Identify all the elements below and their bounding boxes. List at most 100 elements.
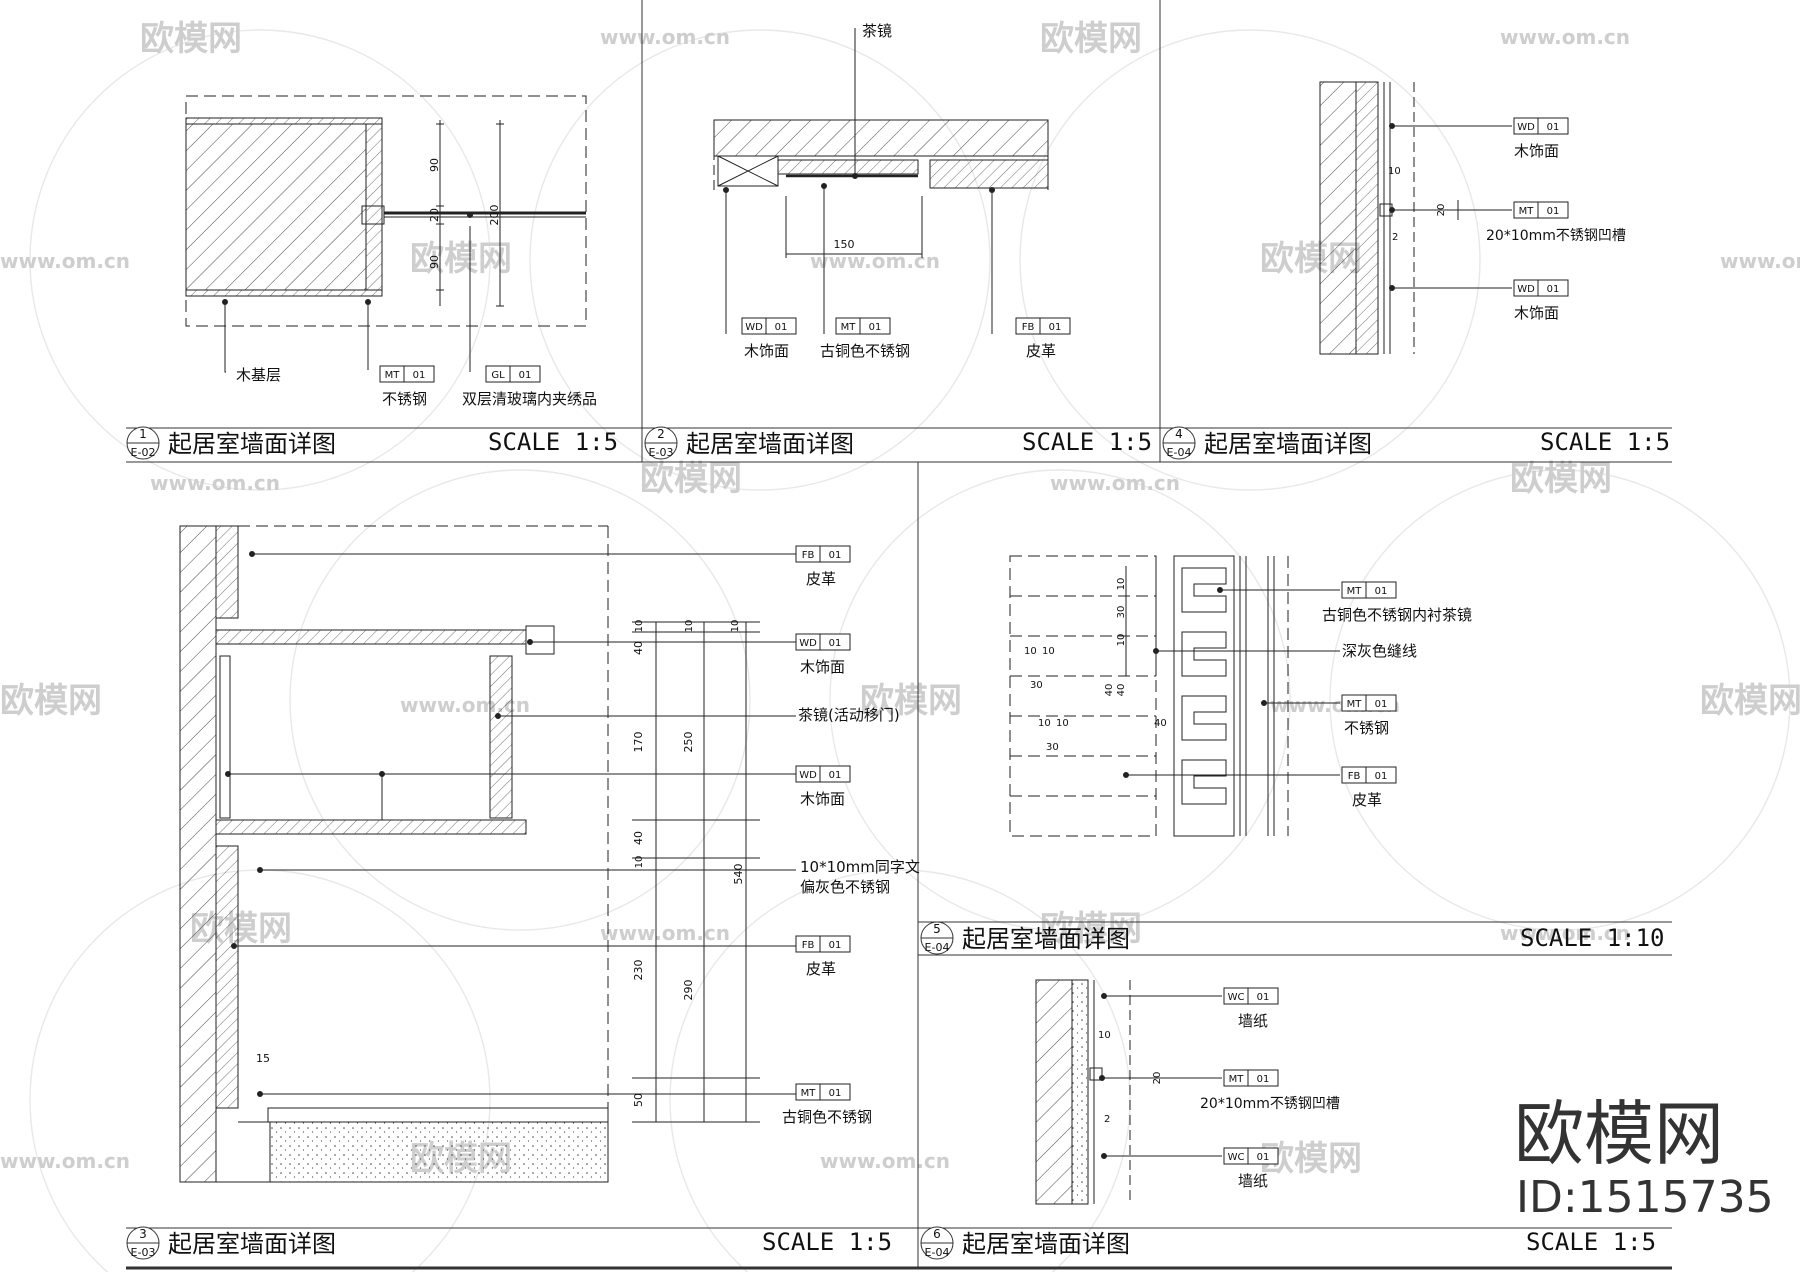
dim-label: 20 bbox=[1436, 204, 1447, 217]
svg-text:WD: WD bbox=[799, 770, 817, 781]
svg-text:古铜色不锈钢内衬茶镜: 古铜色不锈钢内衬茶镜 bbox=[1322, 606, 1472, 624]
title-bar-panel-3: 3 E-03 起居室墙面详图 SCALE 1:5 bbox=[126, 1226, 918, 1260]
dim-label: 40 bbox=[1104, 684, 1115, 697]
dim-label: 30 bbox=[1030, 680, 1043, 691]
svg-text:MT: MT bbox=[1347, 699, 1363, 710]
svg-text:01: 01 bbox=[1547, 284, 1560, 295]
svg-text:MT: MT bbox=[1347, 586, 1363, 597]
svg-text:MT: MT bbox=[841, 322, 857, 333]
svg-text:FB: FB bbox=[802, 550, 815, 561]
panel-number: 5 bbox=[933, 922, 941, 936]
svg-text:01: 01 bbox=[829, 638, 842, 649]
dim-label: 540 bbox=[732, 864, 745, 885]
panel-title: 起居室墙面详图 bbox=[1204, 430, 1372, 458]
dim-label: 40 bbox=[1116, 684, 1127, 697]
watermark-cn: 欧模网 bbox=[1040, 909, 1142, 949]
note-ss-line-1: 10*10mm同字文 bbox=[800, 858, 920, 876]
panel-ref: E-04 bbox=[925, 1246, 950, 1259]
svg-text:01: 01 bbox=[1375, 771, 1388, 782]
panel-ref: E-04 bbox=[925, 941, 950, 954]
panel-scale: SCALE 1:10 bbox=[1520, 924, 1665, 952]
svg-text:01: 01 bbox=[1049, 322, 1062, 333]
svg-text:木饰面: 木饰面 bbox=[1514, 304, 1559, 322]
dim-label: 150 bbox=[834, 238, 855, 251]
note-dark-seam: 深灰色缝线 bbox=[1342, 642, 1417, 660]
svg-text:01: 01 bbox=[1547, 206, 1560, 217]
watermark-url: www.om.cn bbox=[150, 471, 280, 495]
watermark-cn: 欧模网 bbox=[640, 459, 742, 499]
svg-text:皮革: 皮革 bbox=[806, 960, 836, 978]
watermark-cn: 欧模网 bbox=[860, 681, 962, 721]
svg-text:FB: FB bbox=[802, 940, 815, 951]
svg-text:木饰面: 木饰面 bbox=[800, 658, 845, 676]
panel-scale: SCALE 1:5 bbox=[488, 428, 618, 456]
dim-label: 40 bbox=[1154, 718, 1167, 729]
watermark-cn: 欧模网 bbox=[0, 681, 102, 721]
svg-text:01: 01 bbox=[829, 1088, 842, 1099]
svg-text:01: 01 bbox=[829, 770, 842, 781]
material-tag: WD 01 木饰面 bbox=[795, 765, 851, 808]
dim-label: 10 bbox=[1038, 718, 1051, 729]
panel-5-section bbox=[1009, 555, 1340, 837]
panel-title: 起居室墙面详图 bbox=[686, 430, 854, 458]
svg-text:MT: MT bbox=[1229, 1074, 1245, 1085]
svg-text:01: 01 bbox=[1375, 699, 1388, 710]
svg-text:木饰面: 木饰面 bbox=[1514, 142, 1559, 160]
panel-6-section bbox=[1035, 979, 1222, 1205]
svg-text:01: 01 bbox=[1547, 122, 1560, 133]
brand-name: 欧模网 bbox=[1514, 1093, 1724, 1175]
svg-text:古铜色不锈钢: 古铜色不锈钢 bbox=[782, 1108, 872, 1126]
material-tag: WD 01 木饰面 bbox=[795, 633, 851, 676]
panel-ref: E-03 bbox=[131, 1246, 156, 1259]
dim-label: 2 bbox=[1392, 232, 1398, 243]
dim-label: 30 bbox=[1116, 606, 1127, 619]
svg-text:01: 01 bbox=[1257, 1152, 1270, 1163]
dim-label: 20 bbox=[428, 208, 441, 222]
dim-label: 40 bbox=[632, 831, 645, 845]
dim-label: 250 bbox=[682, 732, 695, 753]
dim-label: 10 bbox=[634, 620, 645, 633]
svg-text:01: 01 bbox=[869, 322, 882, 333]
dim-label: 10 bbox=[1388, 166, 1401, 177]
svg-text:01: 01 bbox=[519, 370, 532, 381]
panel-number: 2 bbox=[657, 427, 665, 441]
svg-text:不锈钢: 不锈钢 bbox=[382, 390, 427, 408]
svg-text:木饰面: 木饰面 bbox=[800, 790, 845, 808]
svg-text:皮革: 皮革 bbox=[1026, 342, 1056, 360]
panel-ref: E-03 bbox=[649, 446, 674, 459]
svg-text:01: 01 bbox=[413, 370, 426, 381]
title-bar-panel-2: 2 E-03 起居室墙面详图 SCALE 1:5 bbox=[642, 426, 1160, 460]
watermark-cn: 欧模网 bbox=[1040, 19, 1142, 59]
dim-label: 20 bbox=[1152, 1072, 1163, 1085]
panel-2-section bbox=[713, 28, 1049, 334]
watermark-url: www.om.cn bbox=[600, 921, 730, 945]
title-bar-panel-5: 5 E-04 起居室墙面详图 SCALE 1:10 bbox=[918, 921, 1672, 955]
svg-text:WD: WD bbox=[799, 638, 817, 649]
watermark-url: www.om.cn bbox=[1500, 25, 1630, 49]
panel-number: 3 bbox=[139, 1227, 147, 1241]
svg-text:01: 01 bbox=[829, 550, 842, 561]
dim-label: 170 bbox=[632, 732, 645, 753]
note-tea-mirror: 茶镜 bbox=[862, 22, 892, 40]
dim-label: 15 bbox=[256, 1052, 270, 1065]
brand-stamp: 欧模网 ID:1515735 bbox=[1514, 1093, 1774, 1223]
dim-label: 10 bbox=[1024, 646, 1037, 657]
panel-scale: SCALE 1:5 bbox=[1526, 1228, 1656, 1256]
panel-4-section bbox=[1319, 81, 1512, 355]
panel-3-section bbox=[179, 525, 796, 1183]
panel-title: 起居室墙面详图 bbox=[168, 430, 336, 458]
watermark-url: www.om.cn bbox=[600, 25, 730, 49]
